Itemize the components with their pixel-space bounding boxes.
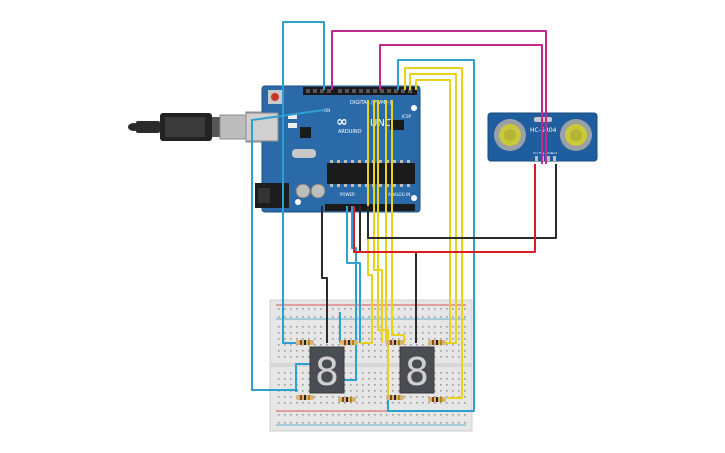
- wire-blue-6: [343, 206, 357, 381]
- wire-blue-5: [346, 206, 361, 343]
- wire-red-1: [353, 164, 536, 253]
- wire-black-1: [367, 164, 557, 239]
- seven-segment-display-1: 8: [309, 346, 345, 394]
- resistors: [296, 340, 446, 402]
- analog-label: ANALOG IN: [388, 192, 410, 197]
- resistor: [340, 340, 358, 345]
- arduino-logo-icon: ∞: [336, 114, 348, 130]
- arduino-model: UNO: [370, 118, 393, 129]
- digital-label: DIGITAL (PWM~): [350, 100, 392, 106]
- wire-blue-3: [251, 109, 325, 391]
- resistor: [296, 395, 314, 400]
- arduino-brand: ARDUINO: [338, 129, 362, 135]
- resistor: [386, 395, 404, 400]
- pin-label-vcc: Vcc: [533, 151, 539, 155]
- resistor: [296, 340, 314, 345]
- arduino-uno-board: DIGITAL (PWM~) ∞ ARDUINO UNO ICSP ON POW…: [245, 85, 421, 213]
- icsp-label: ICSP: [402, 114, 412, 119]
- pin-label-echo: Echo: [545, 151, 552, 155]
- power-label: POWER: [340, 192, 355, 197]
- resistor: [386, 340, 404, 345]
- on-label: ON: [324, 108, 330, 113]
- digital-pin-header: [306, 89, 412, 93]
- wire-blue-1: [282, 21, 325, 344]
- wire-yellow-7: [391, 100, 405, 343]
- resistor: [338, 397, 356, 402]
- pin-label-gnd: Gnd: [551, 151, 557, 155]
- power-analog-header: [325, 204, 415, 211]
- resistor: [428, 340, 446, 345]
- wire-yellow-2: [409, 73, 457, 344]
- wire-black-2: [321, 206, 328, 343]
- atmega-chip: [327, 163, 415, 184]
- display-digit: 8: [315, 350, 339, 394]
- seven-segment-display-2: 8: [399, 346, 435, 394]
- sensor-model: HC-SR04: [530, 127, 557, 134]
- wire-yellow-8: [377, 100, 389, 398]
- reset-button[interactable]: [271, 93, 279, 101]
- resistor: [428, 397, 446, 402]
- display-digit: 8: [405, 350, 429, 394]
- wire-yellow-1: [404, 67, 463, 399]
- wire-blue-2: [387, 59, 475, 412]
- wire-magenta-2: [379, 44, 543, 164]
- wire-magenta-1: [331, 30, 547, 164]
